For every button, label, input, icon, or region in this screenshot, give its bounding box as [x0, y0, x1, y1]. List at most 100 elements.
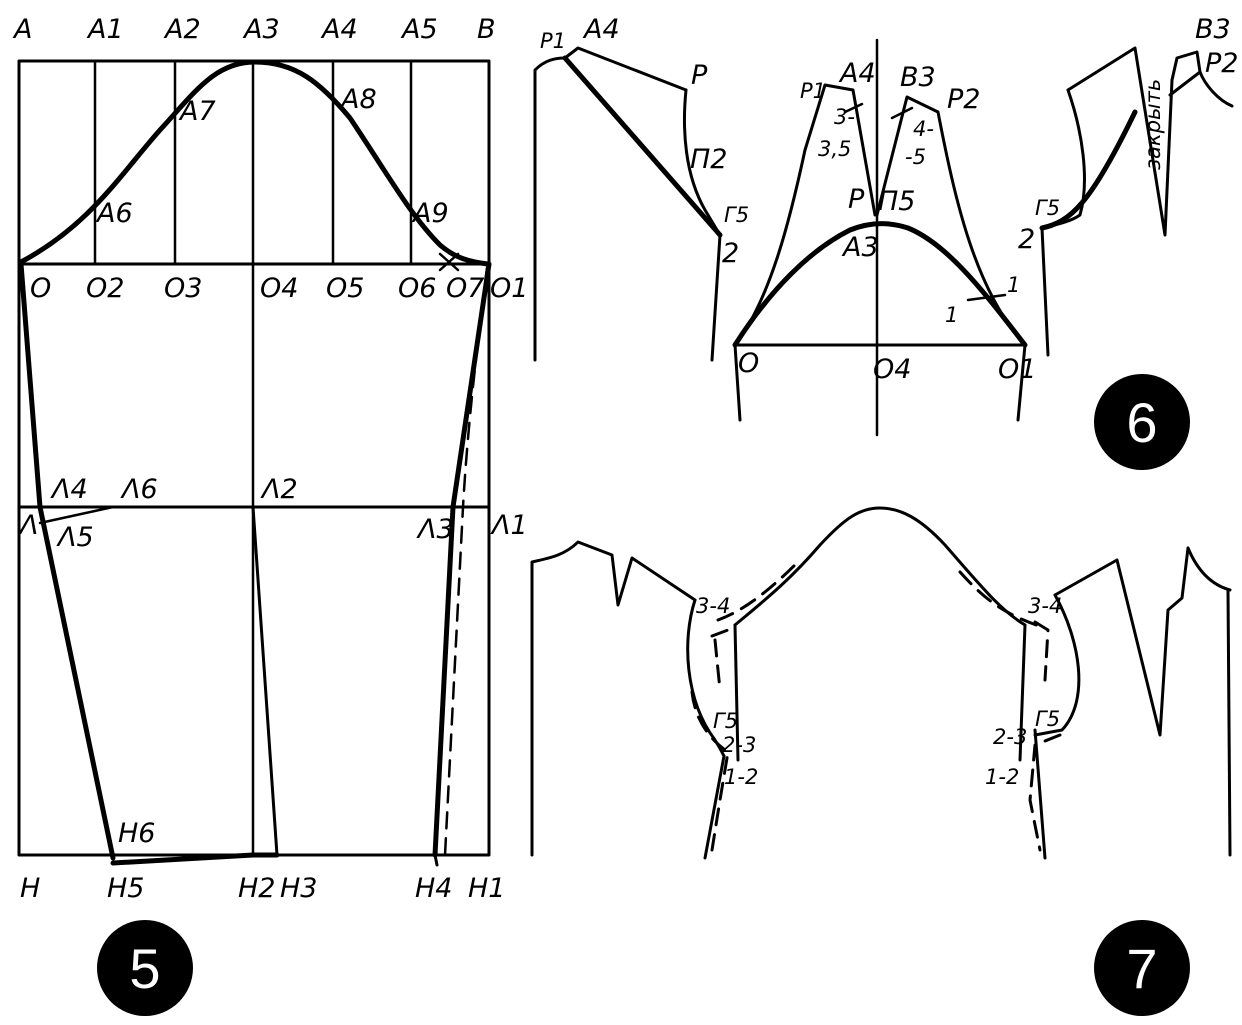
fig6-left-side — [710, 233, 722, 362]
fig5-label-O6: O6 — [398, 273, 436, 304]
fig5-label-A5: A5 — [400, 14, 438, 45]
fig6-label-2-right: 2 — [1018, 224, 1035, 255]
fig5-label-A9: A9 — [411, 198, 449, 229]
fig7-right-side-lower — [1033, 728, 1047, 860]
fig7-right-dashed-armhole — [1028, 620, 1062, 852]
fig7-label-l12: 1-2 — [724, 765, 758, 789]
fig6-label-Pi2: П2 — [690, 144, 727, 175]
fig5-label-A1: A1 — [86, 14, 124, 45]
fig6-right-dart — [1066, 46, 1174, 237]
fig7-left-side-lower — [703, 754, 726, 860]
fig7-left-neck-shoulder — [530, 540, 697, 857]
fig6-tick-left — [843, 102, 864, 114]
fig6-label-O1-mid: O1 — [998, 354, 1036, 385]
fig7-right-shoulder-dart — [1053, 546, 1190, 737]
fig6-label-P2-right: P2 — [1205, 48, 1238, 79]
fig6-back-wing-bottom — [1016, 343, 1027, 422]
fig6-right-neck — [1198, 70, 1234, 108]
fig6-tick-right — [890, 106, 914, 120]
fig5-sleeve-cap-curve — [18, 59, 491, 267]
fig7-left-armhole — [686, 598, 726, 758]
fig6-sleeve-cap — [732, 221, 1028, 348]
fig7-label-l23: 2-3 — [722, 733, 756, 757]
fig6-label-A3-mid: A3 — [841, 232, 879, 263]
fig6-label-P1-mid: P1 — [800, 79, 826, 103]
figure-6-armhole-transfer: P1 A4 P П2 Г5 2 1 1 P1 A4 B3 P2 3- 3,5 4… — [533, 14, 1238, 470]
fig5-label-L5: Λ5 — [56, 522, 94, 553]
fig5-label-A3: A3 — [242, 14, 280, 45]
fig6-label-B3-right: B3 — [1195, 14, 1231, 45]
fig7-label-r34: 3-4 — [1028, 594, 1062, 618]
fig5-label-B: B — [477, 14, 496, 45]
fig5-cross-mark — [438, 252, 460, 272]
fig6-label-1a: 1 — [1007, 273, 1020, 297]
fig5-label-O7: O7 — [446, 273, 484, 304]
fig6-front-wing — [733, 83, 877, 347]
figure-7-finished-armhole: 3-4 Г5 2-3 1-2 3-4 Г5 2-3 1-2 7 — [530, 506, 1232, 1016]
fig7-left-dashed-armhole — [690, 628, 730, 852]
fig7-right-armhole — [1033, 593, 1081, 737]
fig6-badge-number: 6 — [1126, 391, 1157, 454]
fig6-label-P1-left: P1 — [540, 29, 566, 53]
fig6-label-P2-mid: P2 — [947, 84, 980, 115]
fig5-label-O3: O3 — [164, 273, 202, 304]
fig6-label-G5-left: Г5 — [724, 203, 749, 227]
fig5-badge — [97, 920, 193, 1016]
fig5-elbow-dart — [36, 505, 115, 525]
fig5-front-seam — [18, 261, 116, 861]
fig6-label-2-left: 2 — [722, 238, 739, 269]
fig7-right-side — [1018, 623, 1027, 762]
fig5-label-O2: O2 — [86, 273, 124, 304]
fig5-back-seam-dashed — [443, 266, 489, 857]
fig6-mark-1 — [966, 293, 1007, 302]
fig5-label-H: H — [20, 873, 40, 904]
fig5-label-O5: O5 — [326, 273, 364, 304]
fig5-back-seam — [432, 261, 492, 858]
fig5-middle-dart — [251, 505, 279, 857]
fig5-label-A2: A2 — [163, 14, 201, 45]
fig7-right-neck — [1186, 546, 1232, 592]
fig6-label-3: 3- — [834, 105, 855, 129]
fig5-label-H1: H1 — [468, 873, 505, 904]
fig5-label-L1: Λ1 — [490, 510, 528, 541]
fig6-left-diagonal — [562, 55, 723, 238]
fig6-label-P-left: P — [691, 60, 708, 91]
fig6-label-A4-mid: A4 — [838, 58, 876, 89]
fig7-label-r12: 1-2 — [985, 765, 1019, 789]
fig6-badge — [1094, 374, 1190, 470]
fig5-label-O: O — [30, 273, 51, 304]
fig5-label-A4: A4 — [320, 14, 358, 45]
fig5-hem — [110, 852, 280, 866]
fig5-label-O4: O4 — [260, 273, 298, 304]
fig5-label-H2: H2 — [238, 873, 275, 904]
fig6-right-armhole-bold — [1039, 109, 1138, 231]
fig5-label-H5: H5 — [107, 873, 144, 904]
fig5-h4-mark — [433, 853, 439, 867]
fig5-label-L2: Λ2 — [260, 474, 298, 505]
fig6-label-A4-left: A4 — [582, 14, 620, 45]
fig5-label-A7: A7 — [178, 96, 216, 127]
fig5-label-H4: H4 — [415, 873, 452, 904]
fig7-sleeve-cap — [733, 506, 1027, 627]
fig6-label-O4-mid: O4 — [873, 354, 911, 385]
fig6-label-G5-right: Г5 — [1035, 196, 1060, 220]
fig7-badge-number: 7 — [1126, 937, 1157, 1000]
fig7-label-lG5: Г5 — [713, 709, 738, 733]
fig6-label-5: -5 — [905, 145, 926, 169]
fig6-label-closed: закрыть — [1141, 79, 1165, 170]
fig7-left-side — [733, 623, 740, 762]
fig7-right-back — [1226, 588, 1232, 857]
fig5-label-L6: Λ6 — [120, 474, 158, 505]
fig6-label-1b: 1 — [945, 303, 958, 327]
fig5-label-L3: Λ3 — [416, 514, 454, 545]
fig6-label-3-5: 3,5 — [818, 137, 851, 161]
fig7-badge — [1094, 920, 1190, 1016]
fig6-label-4: 4- — [913, 117, 934, 141]
fig6-back-wing — [875, 95, 1027, 347]
fig6-front-wing-bottom — [733, 343, 742, 422]
fig5-label-A8: A8 — [339, 84, 377, 115]
fig7-sleeve-cap-dashed — [716, 558, 1047, 630]
fig7-label-rG5: Г5 — [1035, 707, 1060, 731]
figure-5-sleeve-draft: A A1 A2 A3 A4 A5 B A6 A7 A8 A9 O O2 O3 O… — [12, 14, 528, 1016]
fig5-label-A: A — [12, 14, 32, 45]
